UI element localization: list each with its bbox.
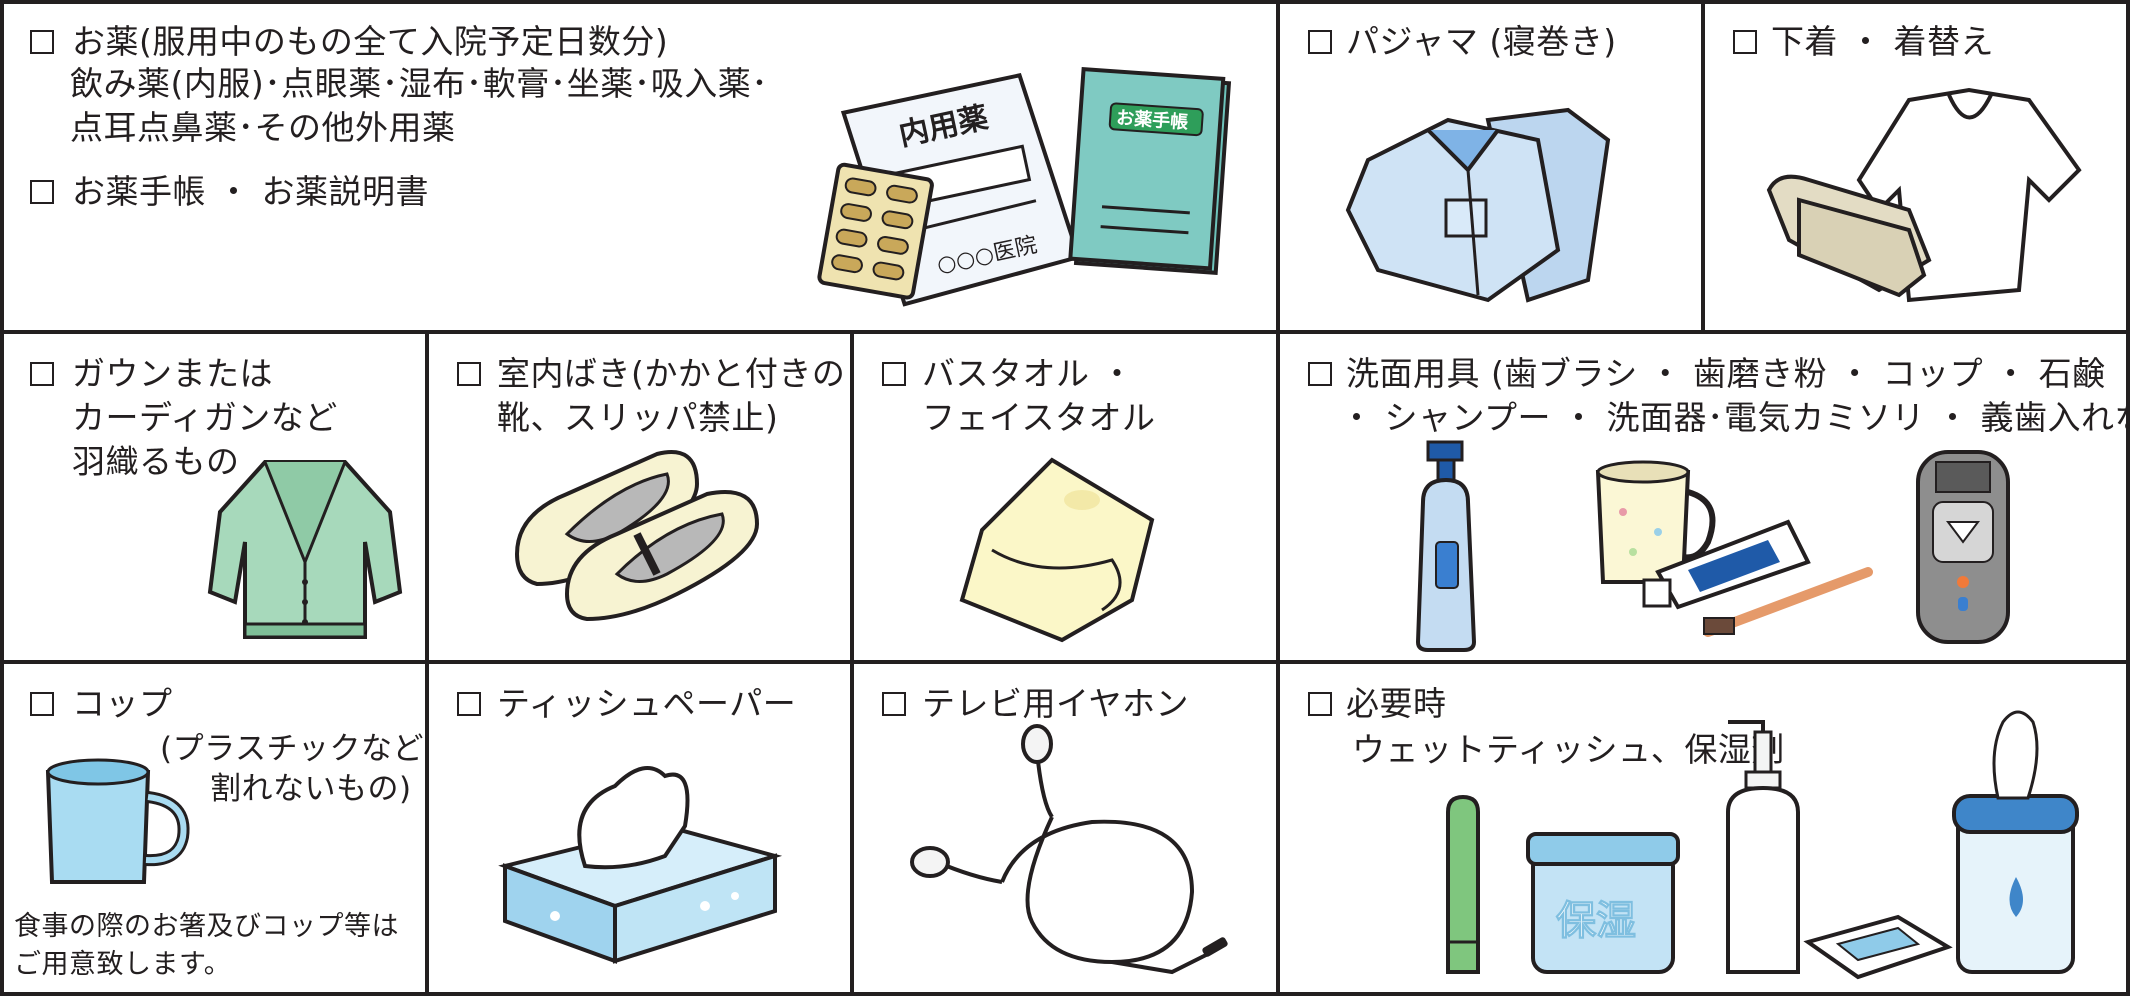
medicine-illustration: 内用薬 ○○○医院 お薬手帳 [817,66,1232,307]
moisturizer-jar: 保湿 [1526,832,1680,974]
cup-note-line2: 割れないもの) [210,771,412,807]
checkbox-earphone[interactable] [882,692,906,716]
checkbox-cup[interactable] [30,692,54,716]
wet-tissue-canister [1952,710,2079,974]
toiletries-line2: ・ シャンプー ・ 洗面器･電気カミソリ ・ 義歯入れなど) [1340,398,2130,437]
cell-towel: バスタオル ・ フェイスタオル [852,332,1278,662]
cardigan-illustration [207,460,403,639]
checkbox-asneeded[interactable] [1308,692,1332,716]
slippers-illustration [514,450,760,622]
lip-balm [1446,794,1480,974]
cell-slippers: 室内ばき(かかと付きの 靴、スリッパ禁止) [427,332,852,662]
wet-tissue-pack [1803,914,1953,980]
checkbox-notebook[interactable] [30,180,54,204]
towel-illustration [959,457,1155,643]
checkbox-gown[interactable] [30,362,54,386]
gown-line1: ガウンまたは [72,354,273,393]
checkbox-pajamas[interactable] [1308,30,1332,54]
cell-gown: ガウンまたは カーディガンなど 羽織るもの [0,332,427,662]
asneeded-illustration: 保湿 [1446,710,2079,980]
pump-bottle [1726,720,1800,974]
checkbox-toiletries[interactable] [1308,362,1332,386]
checkbox-underwear[interactable] [1733,30,1757,54]
shampoo-bottle [1415,440,1477,652]
cell-underwear: 下着 ・ 着替え [1703,0,2130,332]
cell-toiletries: 洗面用具 (歯ブラシ ・ 歯磨き粉 ・ コップ ・ 石鹸 ・ ・ シャンプー ・… [1278,332,2130,662]
towel-line1: バスタオル ・ [922,354,1134,393]
cell-tissue: ティッシュペーパー [427,662,852,996]
medicine-notebook: お薬手帳 [1068,66,1232,275]
pajamas-illustration [1345,107,1611,303]
slippers-line2: 靴、スリッパ禁止) [497,398,779,437]
medicine-title: お薬(服用中のもの全て入院予定日数分) [72,22,669,61]
towel-line2: フェイスタオル [922,398,1156,437]
cell-medicine: お薬(服用中のもの全て入院予定日数分) 飲み薬(内服)･点眼薬･湿布･軟膏･坐薬… [0,0,1278,332]
jar-label-text: 保湿 [1556,898,1636,944]
medicine-detail-line2: 点耳点鼻薬･その他外用薬 [70,108,456,147]
cup-footer-line1: 食事の際のお箸及びコップ等は [14,911,399,942]
tissue-box-illustration [498,766,783,964]
cup-illustration [45,758,190,884]
pajamas-title: パジャマ (寝巻き) [1346,22,1617,61]
cup-note-line1: (プラスチックなど [160,731,424,767]
medicine-detail-line1: 飲み薬(内服)･点眼薬･湿布･軟膏･坐薬･吸入薬･ [70,64,769,103]
pill-pack [817,162,934,300]
earphone-title: テレビ用イヤホン [922,684,1190,723]
gown-line2: カーディガンなど [72,398,338,437]
cell-pajamas: パジャマ (寝巻き) [1278,0,1703,332]
underwear-title: 下着 ・ 着替え [1771,22,1994,61]
checkbox-tissue[interactable] [457,692,481,716]
toiletries-line1: 洗面用具 (歯ブラシ ・ 歯磨き粉 ・ コップ ・ 石鹸 ・ [1346,354,2130,393]
checkbox-slippers[interactable] [457,362,481,386]
medicine-notebook-label: お薬手帳 ・ お薬説明書 [72,172,429,211]
cell-cup: コップ (プラスチックなど 割れないもの) 食事の際のお箸及びコップ等は ご用意… [0,662,427,996]
cup-title: コップ [72,684,173,723]
checkbox-towel[interactable] [882,362,906,386]
cup-footer-line2: ご用意致します。 [14,949,232,980]
slippers-line1: 室内ばき(かかと付きの [497,354,846,393]
electric-razor [1916,450,2010,644]
cell-asneeded: 必要時 ウェットティッシュ、保湿剤 保湿 [1278,662,2130,996]
toiletries-illustration [1415,440,2010,652]
cell-earphone: テレビ用イヤホン [852,662,1278,996]
earphone-illustration [910,724,1228,975]
checkbox-medicine[interactable] [30,30,54,54]
tissue-title: ティッシュペーパー [497,684,797,723]
underwear-illustration [1766,87,2082,303]
